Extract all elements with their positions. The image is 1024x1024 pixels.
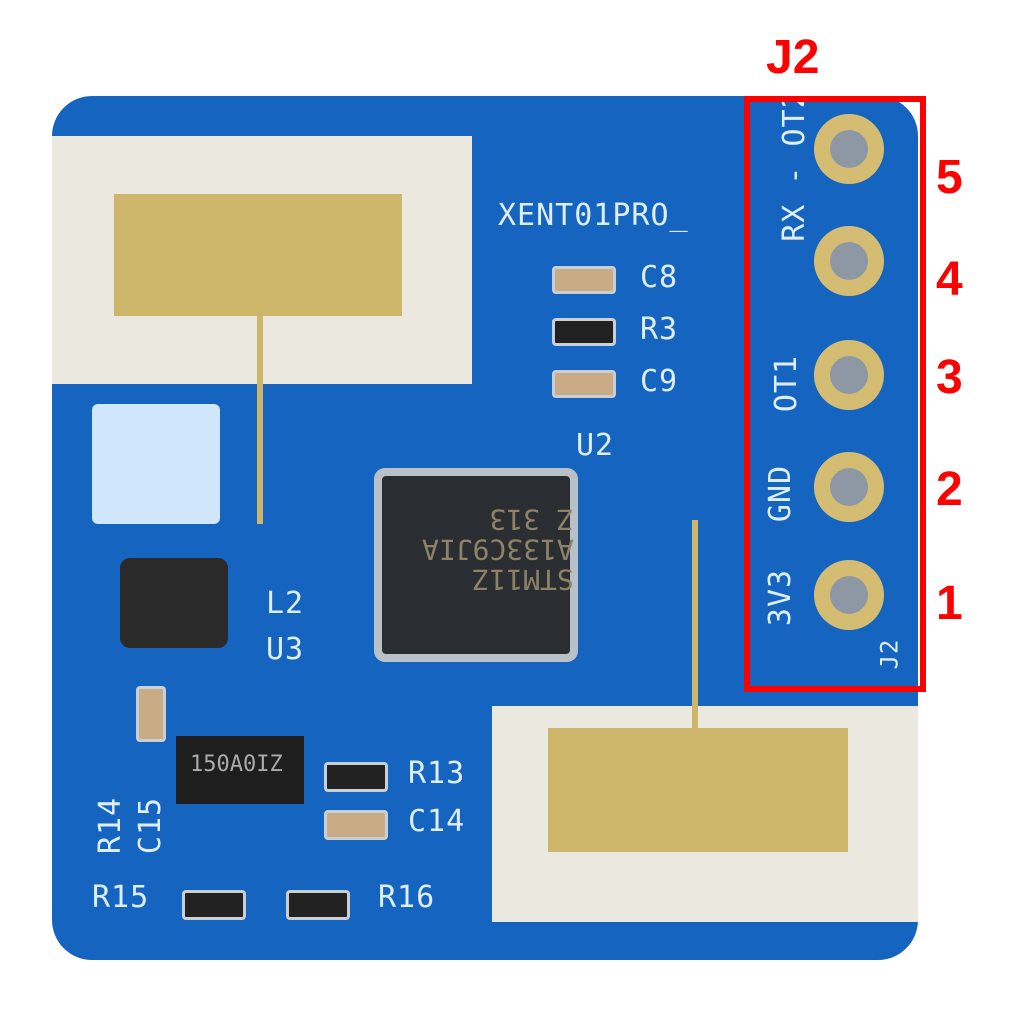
resistor-r3 [552,318,616,346]
capacitor-c8 [552,266,616,294]
label-r14: R14 [93,796,129,855]
pin-pad-3 [814,340,884,410]
label-c9: C9 [640,364,679,399]
logo-icon [92,404,220,524]
regulator-u3: 150A0IZ [176,736,304,804]
antenna-patch-bottom [548,728,848,852]
chip-marking: STM11Z A133C9JIA Z 313 [422,503,574,596]
resistor-r13 [324,762,388,792]
pcb-board: STM11Z A133C9JIA Z 313 150A0IZ XENT01PRO… [52,96,918,960]
antenna-feed-bottom [692,520,698,788]
j2-highlight-box [744,96,926,692]
pin-pad-1 [814,560,884,630]
pin-number-1: 1 [936,577,963,630]
pin-number-3: 3 [936,351,963,404]
capacitor-c9 [552,370,616,398]
board-title: XENT01PRO_ [498,198,689,233]
capacitor-c14 [324,810,388,840]
label-r3: R3 [640,312,679,347]
pin-number-2: 2 [936,463,963,516]
pin-number-4: 4 [936,253,963,306]
j2-annotation: J2 [766,31,820,84]
label-l2: L2 [266,586,305,621]
antenna-feed-top [257,256,263,524]
pin-pad-4 [814,226,884,296]
label-u3: U3 [266,632,305,667]
label-c14: C14 [408,804,466,839]
label-c15: C15 [133,796,169,855]
label-r15: R15 [92,880,150,915]
label-r16: R16 [378,880,436,915]
regulator-marking: 150A0IZ [190,752,283,777]
pin-number-5: 5 [936,151,963,204]
pin-pad-2 [814,452,884,522]
mcu-chip: STM11Z A133C9JIA Z 313 [382,476,574,654]
resistor-r15 [182,890,246,920]
inductor-l2 [120,558,228,648]
label-c8: C8 [640,260,679,295]
resistor-r16 [286,890,350,920]
label-u2: U2 [576,428,615,463]
label-r13: R13 [408,756,466,791]
capacitor-c15 [136,686,166,742]
pin-pad-5 [814,114,884,184]
